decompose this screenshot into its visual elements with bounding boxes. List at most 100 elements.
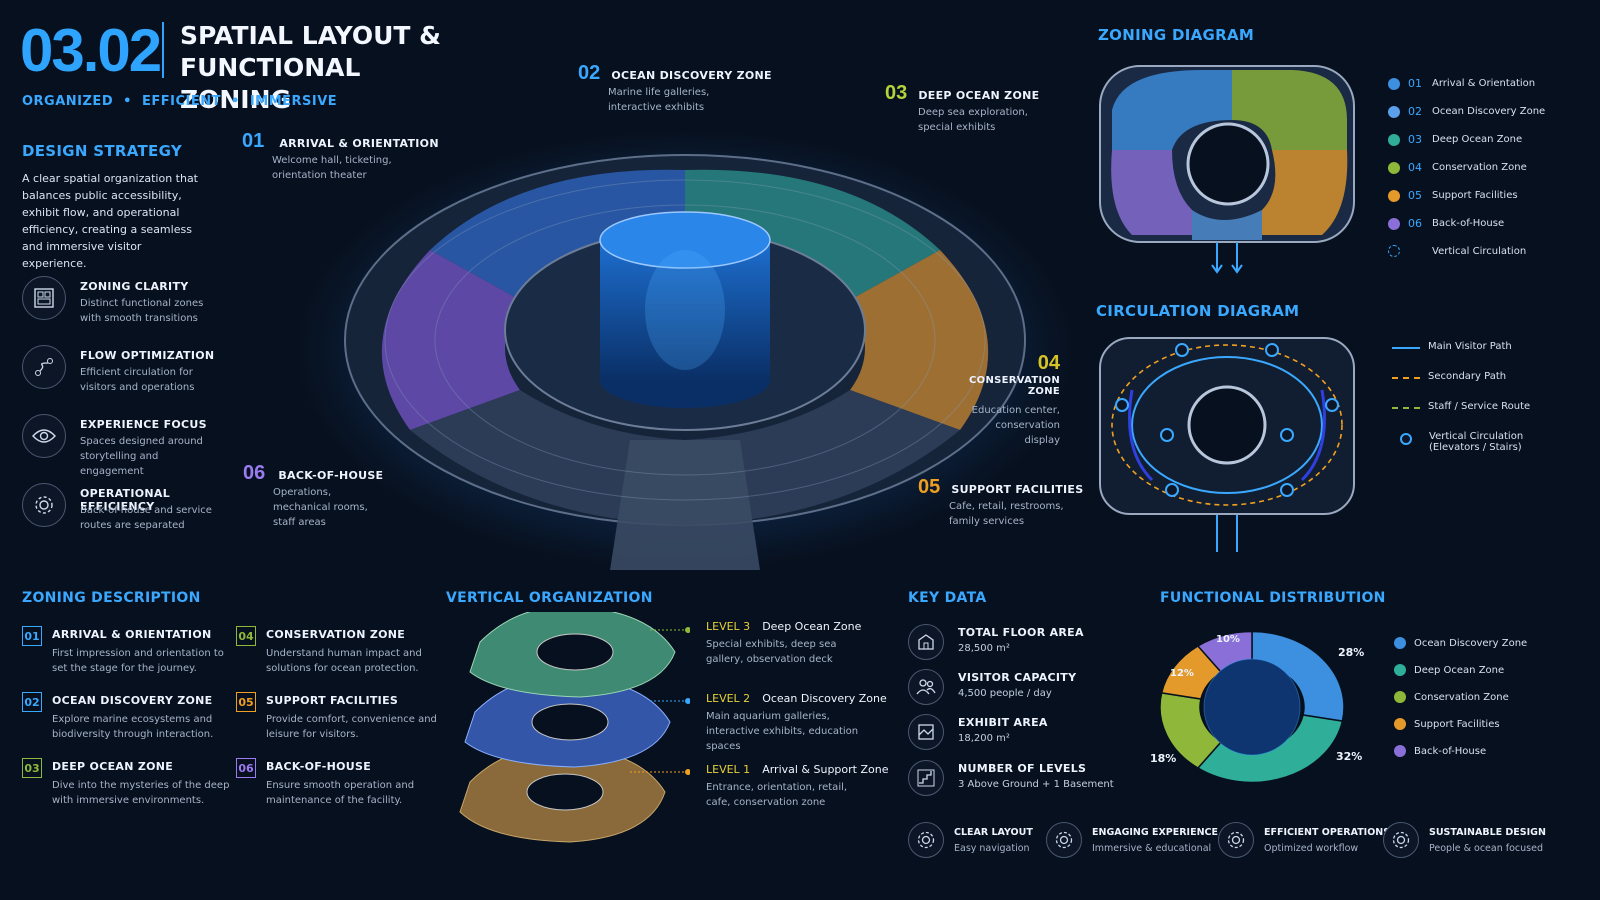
stacked-levels-illustration xyxy=(459,612,690,843)
footer-feature-title: EFFICIENT OPERATIONS xyxy=(1264,827,1391,838)
zone-desc: Provide comfort, convenience and leisure… xyxy=(266,714,437,740)
legend-label: Arrival & Orientation xyxy=(1432,78,1536,89)
legend-label: Ocean Discovery Zone xyxy=(1414,637,1528,649)
legend-number: 03 xyxy=(1408,133,1422,146)
callout-ocean-discovery: 02 OCEAN DISCOVERY ZONE Marine life gall… xyxy=(578,62,772,115)
zoning-diagram-plan xyxy=(1099,65,1355,274)
zone-number-badge: 01 xyxy=(22,626,42,646)
legend-number: 04 xyxy=(1408,161,1422,174)
legend-label: Back-of-House xyxy=(1432,218,1505,229)
zone-title: SUPPORT FACILITIES xyxy=(266,694,399,707)
legend-swatch xyxy=(1394,718,1406,730)
legend-swatch xyxy=(1388,245,1400,257)
legend-label: Ocean Discovery Zone xyxy=(1432,106,1546,117)
legend-label: Support Facilities xyxy=(1414,718,1500,730)
callout-number: 05 xyxy=(918,476,941,498)
legend-label: Support Facilities xyxy=(1432,190,1518,201)
callout-back-of-house: 06 BACK-OF-HOUSE Operations, mechanical … xyxy=(243,462,388,530)
legend-swatch xyxy=(1388,77,1400,90)
design-strategy-title: DESIGN STRATEGY xyxy=(22,142,183,160)
zoning-description-title: ZONING DESCRIPTION xyxy=(22,590,201,606)
level-desc: Special exhibits, deep sea gallery, obse… xyxy=(706,639,837,665)
zoning-legend-item: Vertical Circulation xyxy=(1388,245,1526,257)
zoning-legend-item: 05 Support Facilities xyxy=(1388,189,1518,202)
legend-number: 01 xyxy=(1408,77,1422,90)
gear-icon xyxy=(908,822,944,858)
zoning-legend-item: 04 Conservation Zone xyxy=(1388,161,1527,174)
exhibit-icon xyxy=(908,714,944,750)
key-data-title: KEY DATA xyxy=(908,590,987,606)
callout-desc: Cafe, retail, restrooms, family services xyxy=(949,501,1064,527)
strategy-title: OPERATIONAL EFFICIENCY xyxy=(80,487,171,513)
circulation-diagram-title: CIRCULATION DIAGRAM xyxy=(1096,302,1300,320)
level-desc: Entrance, orientation, retail, cafe, con… xyxy=(706,782,848,808)
strategy-title: FLOW OPTIMIZATION xyxy=(80,349,215,362)
key-data-label: VISITOR CAPACITY xyxy=(958,671,1077,684)
building-icon xyxy=(908,624,944,660)
zone-title: CONSERVATION ZONE xyxy=(266,628,406,641)
strategy-item-operational-efficiency: OPERATIONAL EFFICIENCY Back-of-house and… xyxy=(22,483,222,543)
circulation-legend-item: Main Visitor Path xyxy=(1392,341,1512,352)
key-data-value: 3 Above Ground + 1 Basement xyxy=(958,779,1114,790)
people-icon xyxy=(908,669,944,705)
distribution-legend-item: Conservation Zone xyxy=(1394,691,1509,703)
gear-icon xyxy=(1383,822,1419,858)
callout-number: 04 xyxy=(1037,352,1060,374)
legend-swatch xyxy=(1394,745,1406,757)
callout-deep-ocean: 03 DEEP OCEAN ZONE Deep sea exploration,… xyxy=(885,82,1039,135)
legend-label: Conservation Zone xyxy=(1432,162,1527,173)
gear-icon xyxy=(22,483,66,527)
flow-icon xyxy=(22,345,66,389)
zone-desc: Dive into the mysteries of the deep with… xyxy=(52,780,230,806)
donut-center-ring xyxy=(1203,658,1301,756)
callout-number: 06 xyxy=(243,462,266,484)
key-data-label: TOTAL FLOOR AREA xyxy=(958,626,1084,639)
callout-title: CONSERVATION ZONE xyxy=(969,375,1060,397)
zone-number-badge: 06 xyxy=(236,758,256,778)
aquarium-isometric-illustration xyxy=(295,130,1075,570)
zone-desc: Understand human impact and solutions fo… xyxy=(266,648,422,674)
legend-swatch xyxy=(1388,217,1400,230)
header-divider xyxy=(162,22,164,78)
legend-label: Staff / Service Route xyxy=(1428,401,1531,412)
strategy-desc: Back-of-house and service routes are sep… xyxy=(80,505,212,531)
footer-feature-title: CLEAR LAYOUT xyxy=(954,827,1033,838)
circulation-legend-item: Vertical Circulation(Elevators / Stairs) xyxy=(1392,431,1523,453)
level-name: LEVEL 1 xyxy=(706,763,751,776)
zone-number-badge: 02 xyxy=(22,692,42,712)
grid-icon xyxy=(22,276,66,320)
zone-desc: Ensure smooth operation and maintenance … xyxy=(266,780,415,806)
zone-number-badge: 04 xyxy=(236,626,256,646)
callout-desc: Operations, mechanical rooms, staff area… xyxy=(273,487,368,528)
legend-number: 05 xyxy=(1408,189,1422,202)
legend-label: Vertical Circulation xyxy=(1429,431,1524,442)
page-title-line1: SPATIAL LAYOUT & xyxy=(180,21,441,50)
legend-swatch xyxy=(1394,691,1406,703)
zoning-diagram-title: ZONING DIAGRAM xyxy=(1098,26,1255,44)
footer-feature-desc: Easy navigation xyxy=(954,843,1030,854)
zone-title: BACK-OF-HOUSE xyxy=(266,760,372,773)
legend-label: Vertical Circulation xyxy=(1432,245,1527,257)
zone-desc: First impression and orientation to set … xyxy=(52,648,224,674)
callout-number: 02 xyxy=(578,62,601,84)
callout-number: 03 xyxy=(885,82,908,104)
page-title: SPATIAL LAYOUT & FUNCTIONAL ZONING xyxy=(180,20,480,116)
gear-icon xyxy=(1218,822,1254,858)
circulation-legend-item: Staff / Service Route xyxy=(1392,401,1530,412)
legend-swatch xyxy=(1394,637,1406,649)
footer-feature-desc: Immersive & educational xyxy=(1092,843,1212,854)
level-zone: Ocean Discovery Zone xyxy=(762,692,887,705)
legend-swatch xyxy=(1392,377,1420,379)
legend-swatch xyxy=(1392,347,1420,349)
callout-conservation: 04 CONSERVATION ZONE Education center, c… xyxy=(960,352,1060,448)
zoning-legend-item: 01 Arrival & Orientation xyxy=(1388,77,1535,90)
donut-label-deep-ocean: 32% xyxy=(1336,750,1363,763)
key-data-value: 18,200 m² xyxy=(958,733,1010,744)
level-name: LEVEL 2 xyxy=(706,692,751,705)
